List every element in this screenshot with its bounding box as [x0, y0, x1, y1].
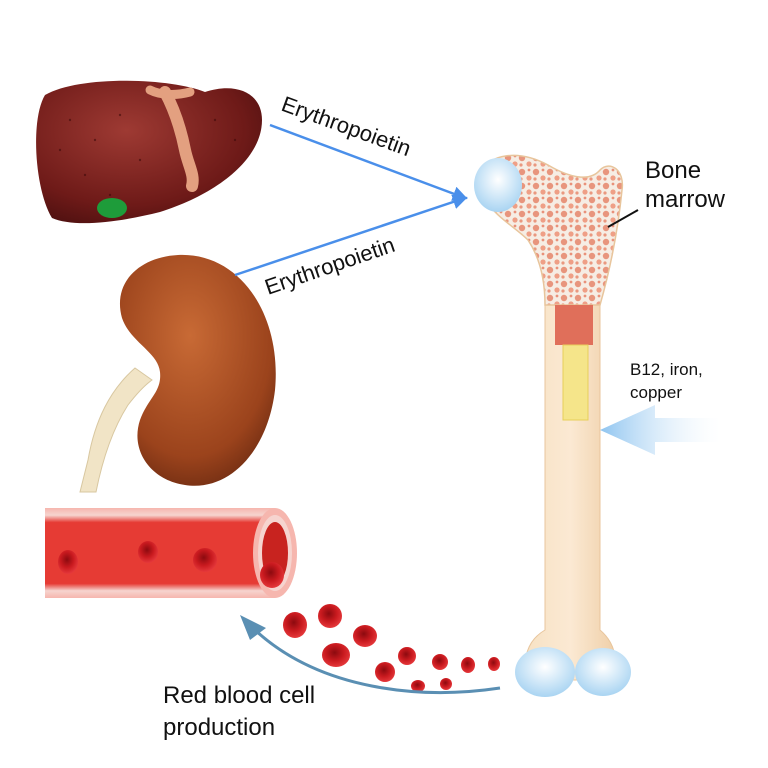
- epo-arrow-liver: [269, 123, 468, 201]
- production-label-line1: Red blood cell: [163, 682, 315, 709]
- bone-marrow-label-line2: marrow: [645, 186, 726, 213]
- nutrient-arrow: [600, 405, 720, 455]
- kidney-icon: [119, 254, 276, 486]
- epo-label-liver: Erythropoietin: [278, 91, 414, 161]
- production-label-line2: production: [163, 714, 275, 741]
- femur-bone-icon: [474, 154, 631, 697]
- rbc-production-arrowhead: [240, 615, 266, 640]
- ureter-icon: [79, 367, 153, 493]
- epo-arrow-kidney: [234, 194, 468, 277]
- nutrient-label-line2: copper: [630, 383, 682, 402]
- gallbladder-icon: [97, 198, 127, 218]
- nutrient-label-line1: B12, iron,: [630, 360, 703, 379]
- red-blood-cell-icon: [283, 604, 500, 692]
- bone-marrow-label-line1: Bone: [645, 157, 701, 184]
- liver-icon: [36, 80, 262, 224]
- bone-marrow-pointer: [607, 209, 639, 228]
- blood-vessel-icon: [45, 508, 297, 598]
- rbc-production-arrow: [253, 628, 501, 694]
